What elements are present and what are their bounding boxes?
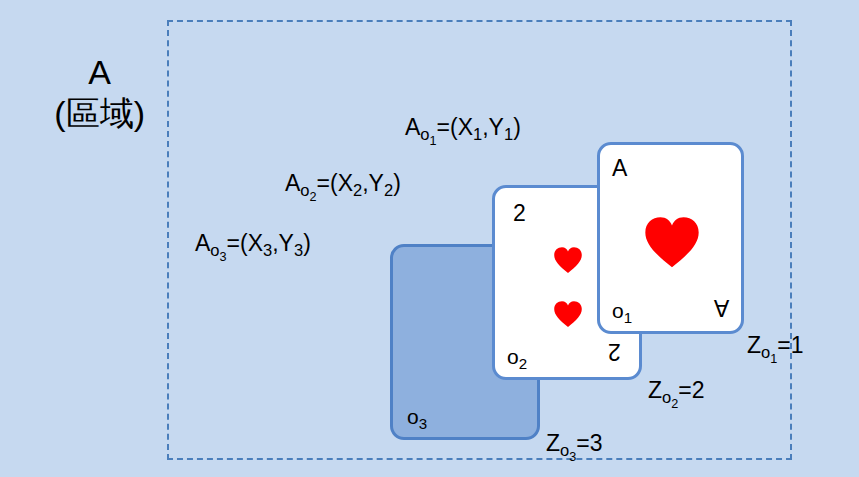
z-order-label: Zo3=3 bbox=[546, 430, 603, 458]
position-label: Ao3=(X3,Y3) bbox=[195, 230, 311, 258]
position-label: Ao1=(X1,Y1) bbox=[405, 114, 521, 142]
heart-symbol bbox=[553, 246, 583, 274]
playing-card: Ao1 A bbox=[597, 142, 744, 334]
heart-symbol bbox=[643, 215, 701, 270]
z-order-label: Zo2=2 bbox=[648, 377, 705, 405]
card-rank: 2 bbox=[608, 339, 621, 365]
object-label: o3 bbox=[407, 405, 427, 429]
card-rank: A bbox=[714, 295, 729, 321]
card-rank: A bbox=[612, 155, 627, 181]
z-order-label: Zo1=1 bbox=[747, 332, 804, 360]
object-label: o2 bbox=[507, 345, 527, 369]
position-label: Ao2=(X2,Y2) bbox=[285, 170, 401, 198]
card-rank: 2 bbox=[513, 200, 526, 226]
object-label: o1 bbox=[612, 299, 632, 323]
heart-symbol bbox=[553, 300, 583, 328]
region-heading: A (區域) bbox=[54, 52, 145, 134]
